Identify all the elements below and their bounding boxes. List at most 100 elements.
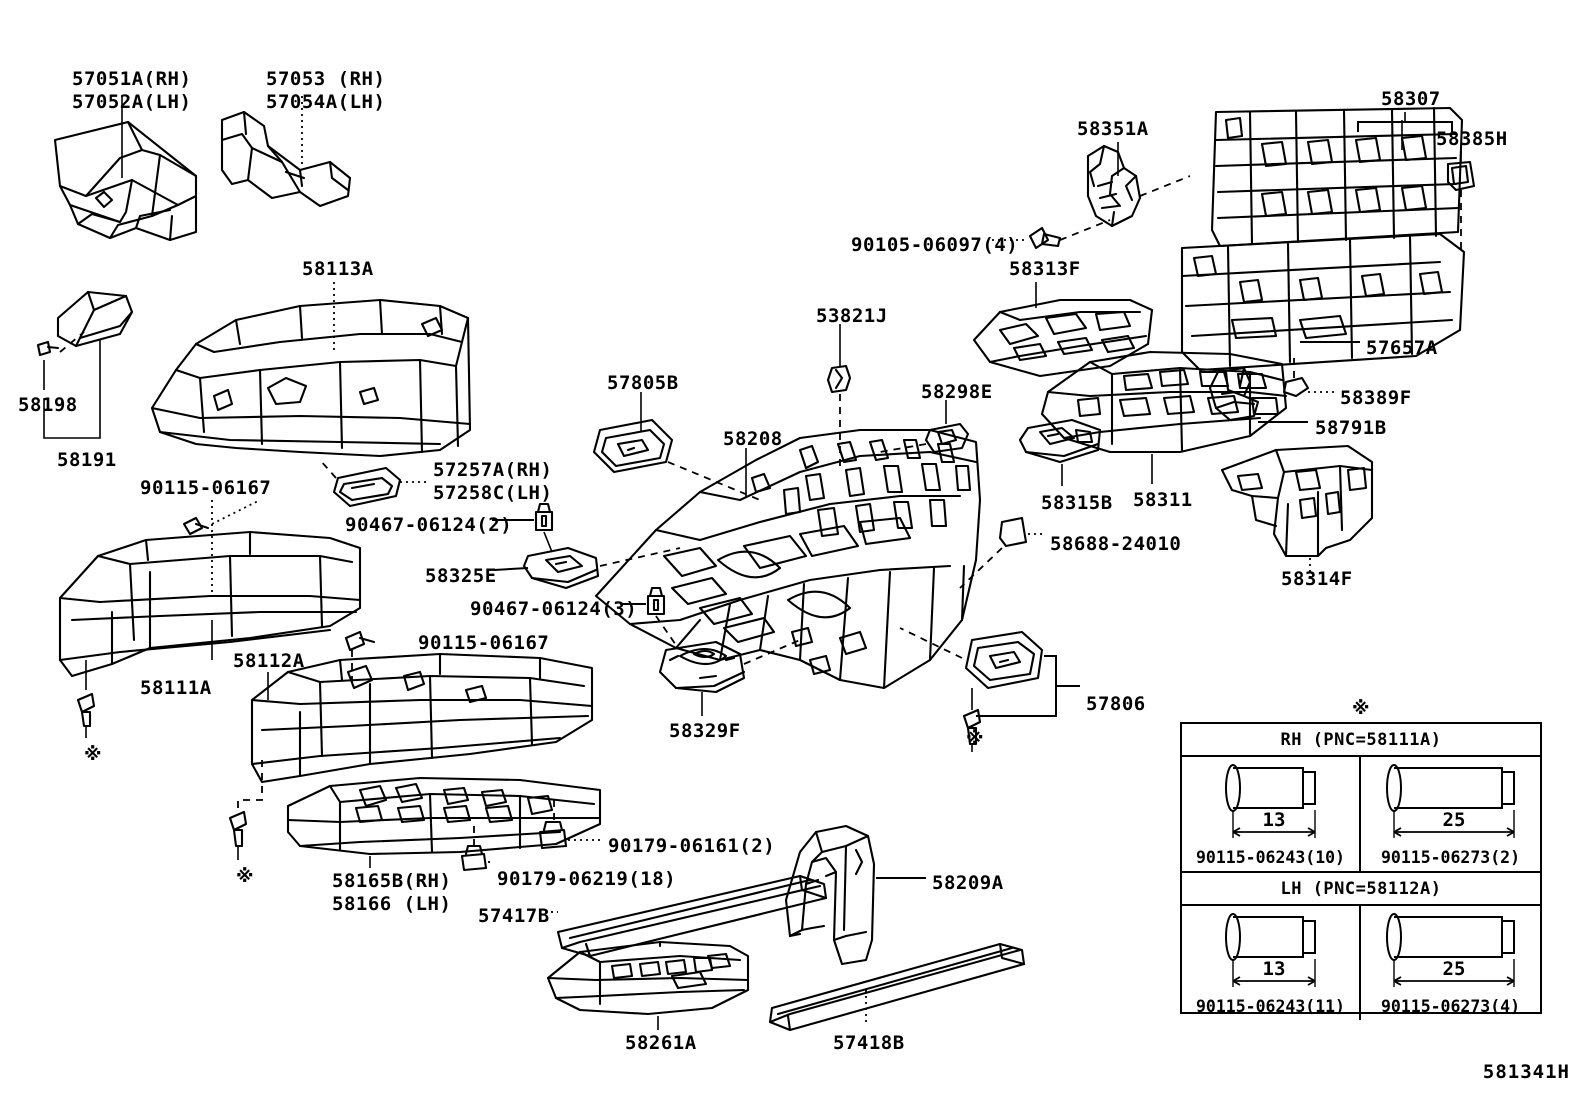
part-art-58791b	[1208, 366, 1260, 422]
part-art-58198-bolt	[36, 340, 60, 357]
bolt-table-header-lh: LH (PNC=58112A)	[1182, 873, 1540, 906]
part-label-58313f: 58313F	[1009, 258, 1081, 280]
part-label-58261a: 58261A	[625, 1032, 697, 1054]
part-art-90179-06161	[538, 820, 568, 850]
part-label-58112a: 58112A	[233, 650, 305, 672]
part-art-57806	[964, 630, 1044, 690]
bolt-table-cell: 13 90115-06243(11)	[1182, 906, 1361, 1020]
part-art-58325e	[522, 546, 600, 590]
part-art-58111a	[58, 530, 362, 678]
part-label-58191: 58191	[57, 449, 117, 471]
part-label-58329f: 58329F	[669, 720, 741, 742]
leader-58325e-dash	[599, 547, 681, 567]
leader-58329f-dash	[743, 639, 801, 665]
part-label-58389f: 58389F	[1340, 387, 1412, 409]
leader-58351a-dash	[1139, 175, 1191, 197]
part-label-58791b: 58791B	[1315, 417, 1387, 439]
bolt-figure: 25	[1361, 906, 1540, 997]
part-label-58351a: 58351A	[1077, 118, 1149, 140]
leader-90467-06124-2-down	[543, 531, 553, 553]
part-art-58261a	[546, 940, 750, 1016]
leader-58112a-bolt	[237, 760, 263, 810]
part-art-57418b	[768, 942, 1026, 1032]
part-label-58111a: 58111A	[140, 677, 212, 699]
part-art-57051a	[53, 120, 198, 242]
part-art-58165b	[286, 776, 602, 856]
part-label-58209a: 58209A	[932, 872, 1004, 894]
bolt-length-value: 25	[1442, 958, 1465, 980]
part-art-90115-06167-upper	[182, 516, 210, 536]
star-mark-58112a-bolt: ※	[236, 866, 254, 887]
part-art-58112a	[250, 652, 594, 784]
part-label-90467-06124-3: 90467-06124(3)	[470, 598, 638, 620]
bolt-part-number: 90115-06273(2)	[1380, 848, 1521, 867]
bolt-table-cell: 25 90115-06273(4)	[1361, 906, 1540, 1020]
part-art-58389f	[1282, 376, 1310, 398]
part-label-58307: 58307	[1381, 88, 1441, 110]
part-art-57257a	[332, 466, 402, 508]
part-art-58314f	[1220, 444, 1374, 558]
part-label-58385h: 58385H	[1436, 128, 1508, 150]
part-art-57053	[220, 110, 352, 208]
part-label-58688-24010: 58688-24010	[1050, 533, 1182, 555]
part-art-58329f	[658, 640, 746, 694]
part-art-58209a	[784, 824, 876, 966]
part-art-53821j	[826, 364, 852, 394]
part-art-58313f	[972, 298, 1154, 378]
bolt-part-number: 90115-06243(11)	[1195, 997, 1345, 1016]
part-label-58315b: 58315B	[1041, 492, 1113, 514]
bracket-58191	[43, 340, 101, 439]
part-label-58208: 58208	[723, 428, 783, 450]
leader-90105-06097-dash	[1059, 219, 1111, 241]
part-art-58315b	[1018, 418, 1102, 464]
bolt-length-value: 13	[1262, 958, 1285, 980]
part-art-57805b	[592, 418, 674, 474]
leader-90115-06167-upper	[211, 499, 261, 525]
part-label-58298e: 58298E	[921, 381, 993, 403]
part-art-58385h	[1446, 160, 1476, 192]
part-art-58191	[56, 290, 134, 348]
part-label-57417b: 57417B	[478, 905, 550, 927]
star-mark-58111a-bolt: ※	[84, 744, 102, 765]
leader-57805b-dash	[667, 461, 761, 501]
part-label-57053-57054a: 57053 (RH) 57054A(LH)	[266, 68, 386, 113]
part-art-58113a	[150, 298, 472, 458]
part-art-90105-06097	[1028, 226, 1062, 250]
bolt-figure: 25	[1361, 757, 1540, 848]
leader-57257a-dash	[319, 459, 337, 479]
part-art-58311	[1040, 350, 1288, 454]
leader-57806-dash	[899, 627, 963, 659]
bolt-table-row: 13 90115-06243(11) 25 90115-06273(4)	[1182, 906, 1540, 1020]
star-mark-57806-bolt: ※	[966, 728, 984, 749]
part-label-58165b-58166: 58165B(RH) 58166 (LH)	[332, 870, 452, 915]
part-label-90115-06167-upper: 90115-06167	[140, 477, 272, 499]
part-art-58307	[1210, 106, 1464, 248]
part-label-90115-06167-lower: 90115-06167	[418, 632, 550, 654]
bolt-length-value: 13	[1262, 809, 1285, 831]
part-label-57418b: 57418B	[833, 1032, 905, 1054]
leader-58688-dash	[959, 547, 1003, 589]
table-reference-star: ※	[1352, 698, 1370, 719]
diagram-id-code: 581341H	[1482, 1061, 1570, 1083]
bolt-figure: 13	[1182, 906, 1359, 997]
part-label-90105-06097-4: 90105-06097(4)	[851, 234, 1019, 256]
leader-90467-06124-3-down	[655, 615, 679, 649]
part-label-57805b: 57805B	[607, 372, 679, 394]
part-label-58311: 58311	[1133, 489, 1193, 511]
bolt-table-header-rh: RH (PNC=58111A)	[1182, 724, 1540, 757]
part-label-57051a-57052a: 57051A(RH) 57052A(LH)	[72, 68, 192, 113]
bolt-part-number: 90115-06273(4)	[1380, 997, 1521, 1016]
part-label-57657a: 57657A	[1366, 337, 1438, 359]
leader-58325e	[493, 567, 529, 571]
part-art-58111a-bolt	[76, 692, 96, 728]
part-label-57806: 57806	[1086, 693, 1146, 715]
part-art-90179-06219	[460, 844, 488, 872]
part-label-58198: 58198	[18, 394, 78, 416]
part-label-58325e: 58325E	[425, 565, 497, 587]
part-label-58314f: 58314F	[1281, 568, 1353, 590]
part-label-58113a: 58113A	[302, 258, 374, 280]
part-art-58351a	[1086, 144, 1142, 228]
